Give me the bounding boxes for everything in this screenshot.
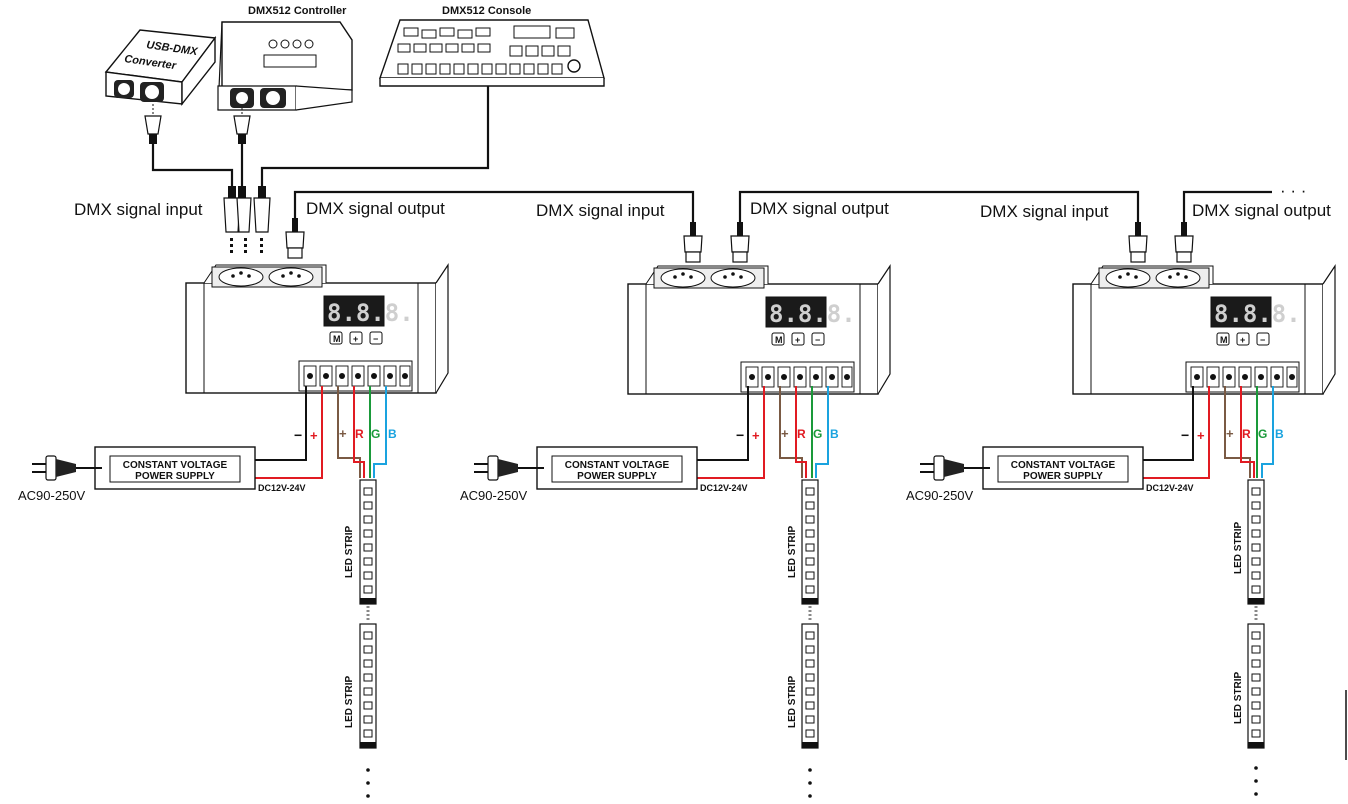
signal-input-label-3: DMX signal input <box>980 202 1109 221</box>
button-m-3: M <box>1220 335 1228 345</box>
dmx-decoder-1: 8.8.8. M + − <box>185 264 449 394</box>
output-plug-2 <box>730 221 750 263</box>
led-strip-1a <box>359 479 377 605</box>
button-m-1: M <box>333 334 341 344</box>
plus-terminal-label-3: + <box>1197 428 1205 443</box>
dmx-decoder-3: 8.8.8. M + − <box>1072 265 1336 395</box>
psu-label-2a: CONSTANT VOLTAGE <box>565 460 670 471</box>
psu-label-2b: POWER SUPPLY <box>577 471 657 482</box>
button-plus-1: + <box>353 334 358 344</box>
signal-output-label-2: DMX signal output <box>750 199 889 218</box>
psu-label-3b: POWER SUPPLY <box>1023 471 1103 482</box>
chain-continues-ellipsis: · · · <box>1280 181 1306 200</box>
button-minus-3: − <box>1260 335 1265 345</box>
input-plug-3 <box>1128 221 1148 263</box>
usb-dmx-converter: USB-DMX Converter <box>104 29 217 107</box>
dmx512-console: DMX512 Console <box>379 5 605 87</box>
dc-voltage-label-3: DC12V-24V <box>1146 483 1194 493</box>
decoder-display-3: 8.8.8. <box>1214 300 1301 328</box>
dmx-decoder-2: 8.8.8. M + − <box>627 265 891 395</box>
ac-plug-1 <box>31 455 103 481</box>
ac-voltage-label-3: AC90-250V <box>906 488 974 503</box>
psu-label-1a: CONSTANT VOLTAGE <box>123 460 228 471</box>
led-strip-1b <box>359 623 377 749</box>
minus-terminal-label-1: − <box>294 427 302 443</box>
g-label-1: G <box>371 427 380 441</box>
psu-label-1b: POWER SUPPLY <box>135 471 215 482</box>
led-strip-2b <box>801 623 819 749</box>
output-plug-3 <box>1174 221 1194 263</box>
ac-plug-3 <box>919 455 991 481</box>
r-label-2: R <box>797 427 806 441</box>
button-minus-2: − <box>815 335 820 345</box>
psu-label-3a: CONSTANT VOLTAGE <box>1011 460 1116 471</box>
controller-label: DMX512 Controller <box>248 5 347 17</box>
minus-terminal-label-3: − <box>1181 427 1189 443</box>
decoder-section-2: DMX signal input DMX signal output 8.8.8… <box>460 199 891 798</box>
decoder-display-1: 8.8.8. <box>327 299 414 327</box>
dc-voltage-label-2: DC12V-24V <box>700 483 748 493</box>
button-minus-1: − <box>373 334 378 344</box>
input-plug-stack <box>223 186 271 253</box>
dmx512-controller: DMX512 Controller <box>217 5 353 111</box>
led-strip-label-3a: LED STRIP <box>1233 521 1244 574</box>
ac-voltage-label-1: AC90-250V <box>18 488 86 503</box>
signal-output-label-1: DMX signal output <box>306 199 445 218</box>
led-strip-label-2a: LED STRIP <box>787 525 798 578</box>
source-plugs <box>144 104 251 144</box>
strip-plus-label-3: + <box>1226 426 1234 441</box>
decoder-section-3: DMX signal input DMX signal output 8.8.8… <box>906 201 1336 796</box>
dc-voltage-label-1: DC12V-24V <box>258 483 306 493</box>
led-strip-2a <box>801 479 819 605</box>
led-strip-label-1b: LED STRIP <box>344 675 355 728</box>
button-plus-2: + <box>795 335 800 345</box>
strip-plus-label-1: + <box>339 426 347 441</box>
power-supply-2: CONSTANT VOLTAGE POWER SUPPLY DC12V-24V <box>536 446 748 493</box>
console-label: DMX512 Console <box>442 5 531 17</box>
ac-plug-2 <box>473 455 545 481</box>
b-label-2: B <box>830 427 839 441</box>
led-strip-label-2b: LED STRIP <box>787 675 798 728</box>
led-strip-3b <box>1247 623 1265 749</box>
button-m-2: M <box>775 335 783 345</box>
dmx-chain-cables <box>293 190 1272 226</box>
signal-input-label-1: DMX signal input <box>74 200 203 219</box>
g-label-3: G <box>1258 427 1267 441</box>
r-label-3: R <box>1242 427 1251 441</box>
plus-terminal-label-2: + <box>752 428 760 443</box>
decoder-section-1: DMX signal input DMX signal output 8.8.8… <box>18 199 449 798</box>
strip-plus-label-2: + <box>781 426 789 441</box>
output-plug-1 <box>285 217 305 259</box>
signal-output-label-3: DMX signal output <box>1192 201 1331 220</box>
b-label-3: B <box>1275 427 1284 441</box>
power-supply-1: CONSTANT VOLTAGE POWER SUPPLY DC12V-24V <box>94 446 306 493</box>
plus-terminal-label-1: + <box>310 428 318 443</box>
g-label-2: G <box>813 427 822 441</box>
led-strip-label-3b: LED STRIP <box>1233 671 1244 724</box>
led-strip-label-1a: LED STRIP <box>344 525 355 578</box>
signal-input-label-2: DMX signal input <box>536 201 665 220</box>
decoder-display-2: 8.8.8. <box>769 300 856 328</box>
r-label-1: R <box>355 427 364 441</box>
led-strip-3a <box>1247 479 1265 605</box>
ac-voltage-label-2: AC90-250V <box>460 488 528 503</box>
power-supply-3: CONSTANT VOLTAGE POWER SUPPLY DC12V-24V <box>982 446 1194 493</box>
b-label-1: B <box>388 427 397 441</box>
button-plus-3: + <box>1240 335 1245 345</box>
input-plug-2 <box>683 221 703 263</box>
minus-terminal-label-2: − <box>736 427 744 443</box>
source-cables <box>151 86 490 188</box>
